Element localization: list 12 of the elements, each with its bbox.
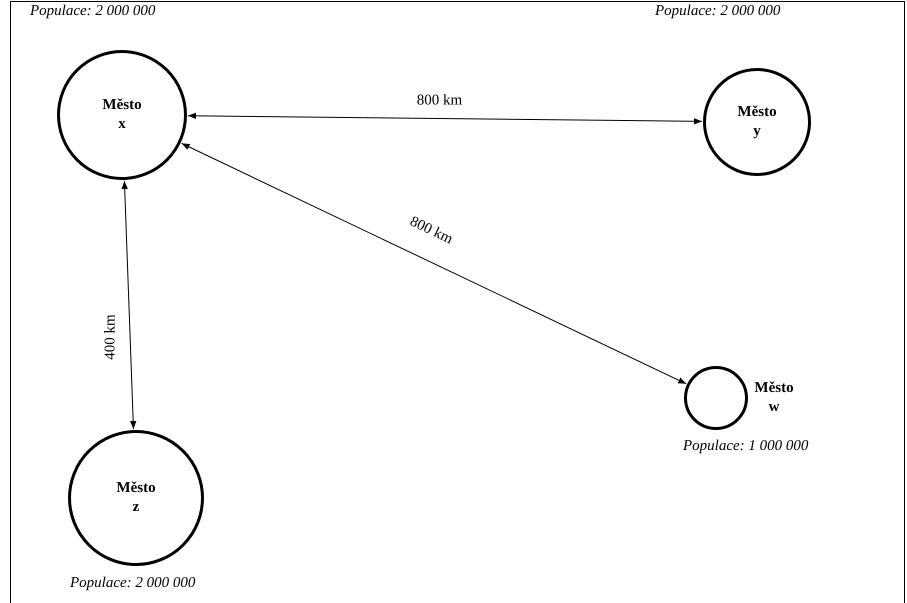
connector-arrow [122, 180, 136, 430]
population-label: Populace: 2 000 000 [70, 574, 196, 593]
population-label: Populace: 2 000 000 [655, 2, 780, 21]
connector-arrow [188, 112, 702, 124]
city-name: Město y [736, 102, 778, 141]
connector-arrow [181, 142, 687, 384]
population-label: Populace: 2 000 000 [30, 2, 156, 21]
population-label: Populace: 1 000 000 [683, 437, 808, 456]
city-name: Město w [753, 378, 795, 417]
edge-label: 800 km [414, 93, 464, 108]
city-name: Město z [115, 478, 157, 517]
city-name: Město x [101, 96, 143, 134]
